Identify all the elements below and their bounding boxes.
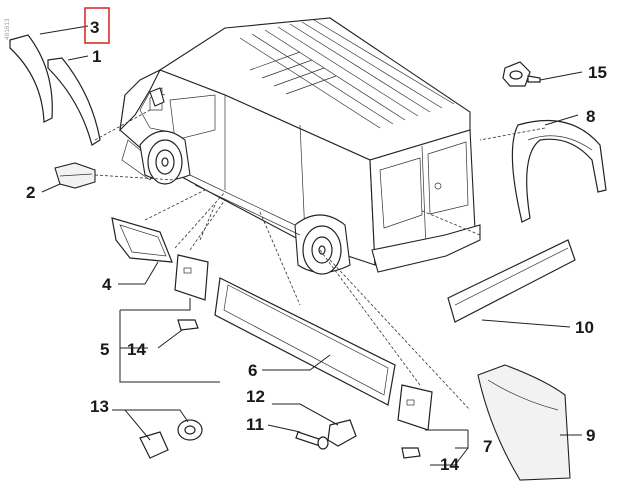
callout-3-highlight	[84, 7, 110, 44]
rear-lower-molding[interactable]	[447, 239, 576, 323]
callout-3[interactable]: 3	[90, 18, 99, 37]
callout-6[interactable]: 6	[248, 361, 257, 380]
callout-15[interactable]: 15	[588, 63, 607, 82]
fastener-bolt[interactable]	[502, 61, 541, 87]
callout-2[interactable]: 2	[26, 183, 35, 202]
callout-9[interactable]: 9	[586, 426, 595, 445]
leader-lines	[39, 25, 583, 466]
screw[interactable]	[295, 431, 329, 450]
front-arch-strip-left[interactable]	[9, 34, 53, 123]
nut-clip[interactable]	[327, 419, 357, 447]
callout-4[interactable]: 4	[102, 275, 112, 294]
side-molding[interactable]	[214, 277, 396, 406]
corner-code: 401613	[4, 18, 11, 40]
rear-arch-molding[interactable]	[511, 119, 607, 223]
front-door-molding[interactable]	[111, 217, 173, 263]
retaining-clip-upper[interactable]	[177, 319, 199, 331]
callout-14-lower[interactable]: 14	[440, 455, 459, 474]
van-body	[119, 17, 481, 275]
callout-10[interactable]: 10	[575, 318, 594, 337]
callout-1[interactable]: 1	[92, 47, 101, 66]
callout-11[interactable]: 11	[246, 415, 264, 434]
front-lower-trim[interactable]	[54, 162, 96, 189]
callout-13[interactable]: 13	[90, 397, 109, 416]
badge-plate-right[interactable]	[397, 384, 433, 431]
front-arch-strip-right[interactable]	[47, 57, 101, 146]
callout-8[interactable]: 8	[586, 107, 595, 126]
push-clips[interactable]	[139, 419, 203, 459]
retaining-clip-lower[interactable]	[401, 447, 421, 459]
badge-plate-left[interactable]	[174, 254, 209, 301]
rear-corner-panel[interactable]	[477, 364, 571, 481]
callout-12[interactable]: 12	[246, 387, 265, 406]
callout-14-upper[interactable]: 14	[127, 340, 146, 359]
callout-7[interactable]: 7	[483, 437, 492, 456]
callout-5[interactable]: 5	[100, 340, 109, 359]
